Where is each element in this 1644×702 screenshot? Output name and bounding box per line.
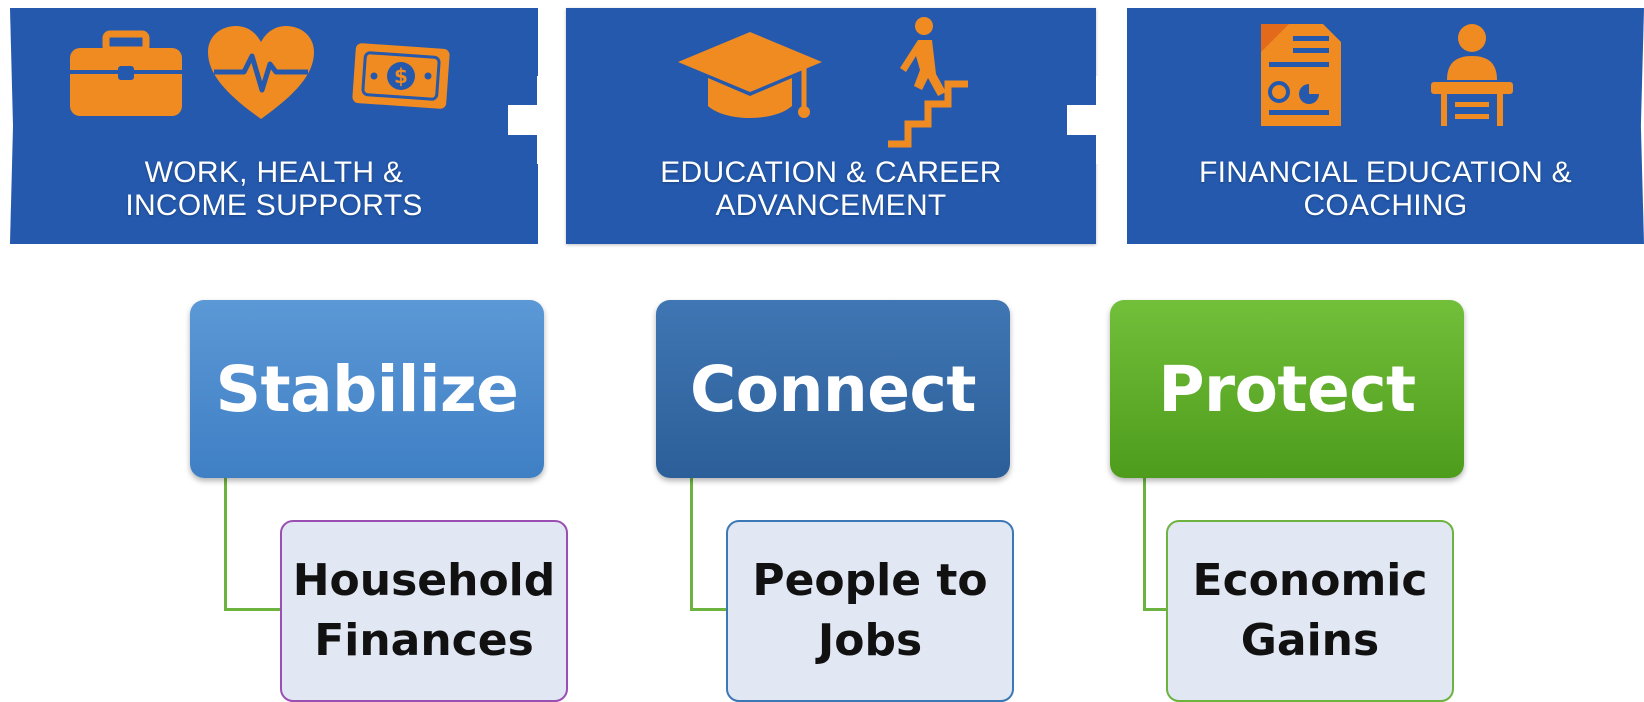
banner-label-line-1: FINANCIAL EDUCATION & <box>1198 156 1572 189</box>
subbox-line-2: Finances <box>314 615 534 666</box>
banner-label: FINANCIAL EDUCATION & COACHING <box>1127 156 1644 222</box>
connector-line <box>224 478 285 611</box>
coach-at-desk-icon <box>1431 24 1513 126</box>
banner-label: EDUCATION & CAREER ADVANCEMENT <box>566 156 1096 222</box>
graduation-cap-icon <box>678 32 822 118</box>
banner-label-line-1: WORK, HEALTH & <box>144 156 404 189</box>
connector-line <box>690 478 729 611</box>
subbox-household-finances: Household Finances <box>280 520 568 702</box>
heart-pulse-icon <box>208 26 314 119</box>
subbox-line-1: People to <box>752 555 988 606</box>
financial-report-icon <box>1261 24 1341 126</box>
subbox-line-1: Economic <box>1192 555 1428 606</box>
banner-label-line-2: COACHING <box>1303 189 1468 222</box>
subbox-line-2: Jobs <box>817 615 923 666</box>
subbox-line-2: Gains <box>1240 615 1380 666</box>
banner-label-line-2: ADVANCEMENT <box>715 189 947 222</box>
banner-label-line-2: INCOME SUPPORTS <box>125 189 423 222</box>
subbox-people-to-jobs: People to Jobs <box>726 520 1014 702</box>
banner-education-career: EDUCATION & CAREER ADVANCEMENT <box>566 8 1096 244</box>
banner-label-line-1: EDUCATION & CAREER <box>660 156 1002 189</box>
connector-line <box>1143 478 1171 611</box>
plus-sign <box>508 76 596 164</box>
banner-work-health-income: $ WORK, HEALTH & INCOME SUPPORTS <box>10 8 538 244</box>
banner-financial-education: FINANCIAL EDUCATION & COACHING <box>1127 8 1644 244</box>
briefcase-icon <box>70 30 182 116</box>
pillar-connect: Connect <box>656 300 1010 478</box>
banner-label: WORK, HEALTH & INCOME SUPPORTS <box>10 156 538 222</box>
pillar-stabilize: Stabilize <box>190 300 544 478</box>
subbox-economic-gains: Economic Gains <box>1166 520 1454 702</box>
money-bill-icon: $ <box>352 43 450 109</box>
climbing-stairs-icon <box>888 17 968 148</box>
pillar-protect: Protect <box>1110 300 1464 478</box>
subbox-line-1: Household <box>292 555 556 606</box>
svg-text:$: $ <box>394 64 408 88</box>
